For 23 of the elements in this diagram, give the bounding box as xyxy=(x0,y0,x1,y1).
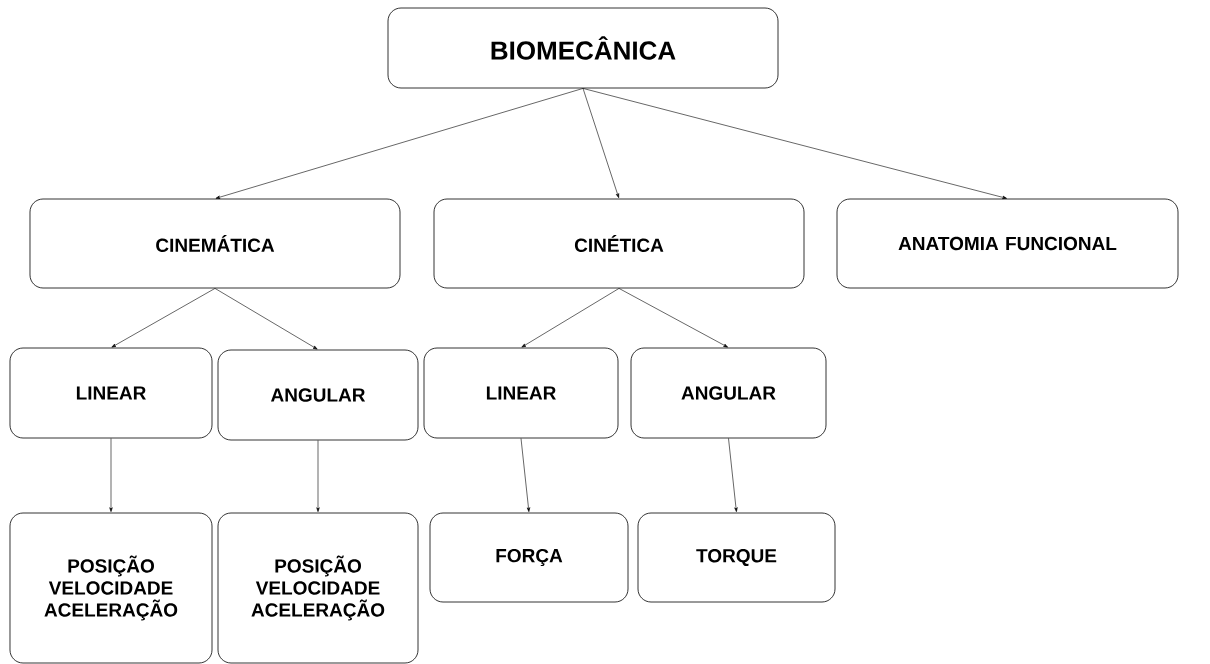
arrow xyxy=(728,438,738,512)
box: CINEMÁTICA xyxy=(29,198,401,289)
box: ANGULAR xyxy=(630,347,827,439)
box: LINEAR xyxy=(9,347,213,439)
arrow xyxy=(109,438,113,512)
box: ANGULAR xyxy=(217,349,419,441)
arrow xyxy=(520,438,531,512)
box: POSIÇÃO VELOCIDADE ACELERAÇÃO xyxy=(217,512,419,664)
arrow xyxy=(582,88,1007,199)
arrow xyxy=(316,440,320,512)
box: POSIÇÃO VELOCIDADE ACELERAÇÃO xyxy=(9,512,213,664)
box: CINÉTICA xyxy=(433,198,805,289)
arrow xyxy=(618,288,728,348)
box: ANATOMIA FUNCIONAL xyxy=(836,198,1179,289)
box: FORÇA xyxy=(429,512,629,603)
arrow xyxy=(521,288,620,348)
arrow xyxy=(215,88,584,199)
arrow xyxy=(582,88,620,198)
box: TORQUE xyxy=(637,512,836,603)
arrow xyxy=(111,288,216,348)
box: LINEAR xyxy=(423,347,619,439)
box: BIOMECÂNICA xyxy=(387,7,779,89)
arrow xyxy=(214,288,318,350)
